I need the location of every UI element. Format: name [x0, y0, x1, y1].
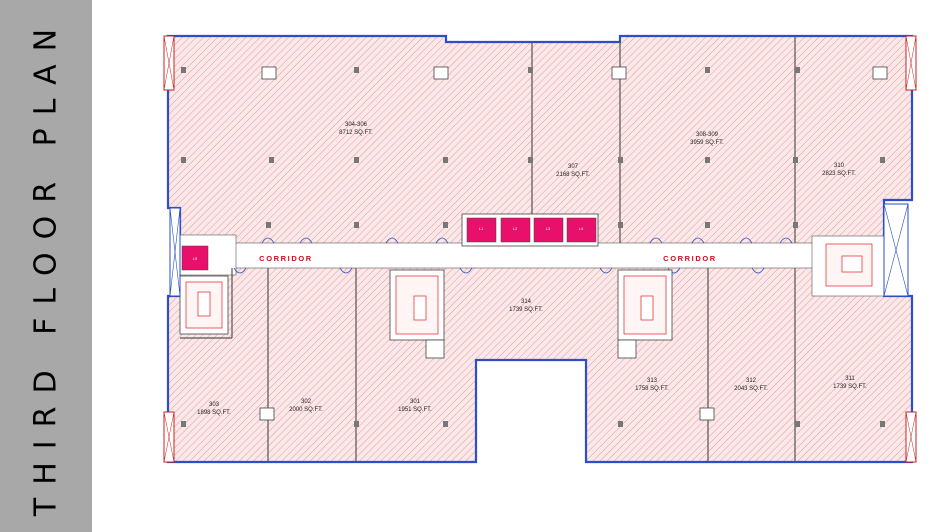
unit-area: 1739 SQ.FT. — [509, 307, 543, 313]
lift-label: L5 — [193, 256, 198, 261]
corner-pilaster-crosses — [163, 35, 917, 463]
unit-area: 2043 SQ.FT. — [734, 386, 768, 392]
unit-number: 314 — [521, 299, 532, 305]
floor-plan: L1 L2 L3 L4 L5 CORRIDOR CORRIDOR 304-306… — [163, 34, 917, 464]
lift-label: L1 — [479, 226, 484, 231]
lift-label: L4 — [579, 226, 584, 231]
unit-area: 8712 SQ.FT. — [339, 130, 373, 136]
structural-columns — [181, 67, 885, 427]
unit-area: 1758 SQ.FT. — [635, 386, 669, 392]
lift-label: L2 — [513, 226, 518, 231]
door-swings — [233, 237, 793, 274]
west-stairs — [179, 275, 229, 335]
lift-2 — [500, 217, 531, 243]
unit-number: 304-306 — [345, 122, 368, 128]
lift-lobby — [456, 244, 616, 266]
service-shafts — [259, 66, 888, 421]
lift-5 — [181, 245, 209, 271]
unit-number: 308-309 — [696, 132, 719, 138]
corridor-label-east: CORRIDOR — [663, 254, 717, 263]
corridor-label-west: CORRIDOR — [259, 254, 313, 263]
west-shaft — [169, 207, 181, 297]
center-stairs — [389, 269, 673, 359]
page-title: THIRD FLOOR PLAN — [28, 15, 64, 517]
unit-number: 307 — [568, 164, 579, 170]
lift-label: L3 — [546, 226, 551, 231]
unit-area: 2168 SQ.FT. — [556, 172, 590, 178]
east-stairs — [825, 203, 909, 297]
unit-number: 310 — [834, 163, 845, 169]
unit-area: 2823 SQ.FT. — [822, 171, 856, 177]
lift-4 — [566, 217, 597, 243]
unit-area: 1739 SQ.FT. — [833, 384, 867, 390]
unit-number: 313 — [647, 378, 658, 384]
unit-labels: 304-306 8712 SQ.FT. 307 2168 SQ.FT. 308-… — [197, 122, 867, 416]
unit-number: 303 — [209, 402, 220, 408]
unit-area: 1898 SQ.FT. — [197, 410, 231, 416]
unit-number: 301 — [410, 399, 421, 405]
sidebar: THIRD FLOOR PLAN — [0, 0, 92, 532]
lift-3 — [533, 217, 564, 243]
unit-area: 1951 SQ.FT. — [398, 407, 432, 413]
unit-number: 302 — [301, 399, 312, 405]
lift-1 — [466, 217, 497, 243]
lift-bank: L1 L2 L3 L4 L5 — [181, 213, 599, 271]
unit-number: 312 — [746, 378, 757, 384]
partition-walls — [180, 36, 796, 462]
unit-area: 3959 SQ.FT. — [690, 140, 724, 146]
unit-area: 2000 SQ.FT. — [289, 407, 323, 413]
unit-number: 311 — [845, 376, 855, 382]
